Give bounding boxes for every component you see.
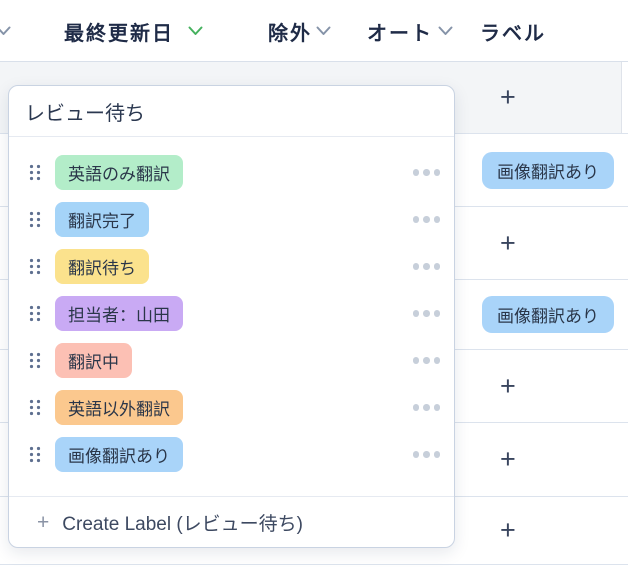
- drag-handle-icon[interactable]: [29, 399, 41, 416]
- label-search-row: [9, 86, 454, 137]
- sort-chevron-icon-exclude[interactable]: [316, 26, 331, 36]
- label-chip[interactable]: 翻訳待ち: [55, 249, 149, 284]
- drag-handle-icon[interactable]: [29, 258, 41, 275]
- label-cell: 画像翻訳あり: [456, 134, 628, 206]
- column-header-last-updated[interactable]: 最終更新日: [64, 23, 174, 45]
- label-list: 英語のみ翻訳 翻訳完了 翻訳待ち: [9, 137, 454, 496]
- label-chip[interactable]: 画像翻訳あり: [482, 151, 614, 189]
- label-list-item: 英語のみ翻訳: [9, 149, 454, 196]
- label-cell: 画像翻訳あり: [456, 280, 628, 349]
- table-header: 最終更新日 除外 オート ラベル: [0, 0, 628, 62]
- drag-handle-icon[interactable]: [29, 211, 41, 228]
- label-list-item: 担当者：山田: [9, 290, 454, 337]
- sort-chevron-icon-auto[interactable]: [438, 26, 453, 36]
- sort-chevron-icon-last-updated[interactable]: [188, 26, 203, 36]
- label-cell: +: [456, 350, 628, 422]
- table-row: +: [0, 497, 628, 565]
- label-list-item: 翻訳待ち: [9, 243, 454, 290]
- column-header-exclude[interactable]: 除外: [268, 23, 312, 45]
- drag-handle-icon[interactable]: [29, 352, 41, 369]
- label-search-input[interactable]: [25, 99, 438, 123]
- add-label-button[interactable]: +: [500, 370, 516, 401]
- column-header-label: ラベル: [480, 23, 546, 45]
- label-cell: +: [456, 423, 628, 496]
- add-label-button[interactable]: +: [500, 515, 516, 545]
- label-options-menu-icon[interactable]: [412, 404, 440, 411]
- label-chip[interactable]: 翻訳完了: [55, 202, 149, 237]
- label-list-item: 画像翻訳あり: [9, 431, 454, 478]
- column-header-auto[interactable]: オート: [367, 23, 433, 45]
- add-label-button[interactable]: +: [500, 227, 516, 258]
- add-label-button[interactable]: +: [500, 444, 516, 474]
- create-label-text: Create Label (レビュー待ち): [62, 513, 303, 535]
- label-chip[interactable]: 英語以外翻訳: [55, 390, 183, 425]
- label-options-menu-icon[interactable]: [412, 310, 440, 317]
- label-options-menu-icon[interactable]: [412, 451, 440, 458]
- create-label-button[interactable]: + Create Label (レビュー待ち): [9, 496, 454, 547]
- label-chip[interactable]: 英語のみ翻訳: [55, 155, 183, 190]
- label-list-item: 翻訳中: [9, 337, 454, 384]
- plus-icon: +: [37, 510, 50, 534]
- label-chip[interactable]: 翻訳中: [55, 343, 132, 378]
- label-cell: +: [456, 207, 628, 279]
- label-options-menu-icon[interactable]: [412, 216, 440, 223]
- sort-chevron-icon-prev-column[interactable]: [0, 26, 11, 36]
- drag-handle-icon[interactable]: [29, 164, 41, 181]
- label-options-menu-icon[interactable]: [412, 357, 440, 364]
- label-options-menu-icon[interactable]: [412, 263, 440, 270]
- label-options-menu-icon[interactable]: [412, 169, 440, 176]
- drag-handle-icon[interactable]: [29, 446, 41, 463]
- label-list-item: 翻訳完了: [9, 196, 454, 243]
- label-cell: +: [456, 62, 628, 133]
- label-chip[interactable]: 担当者：山田: [55, 296, 183, 331]
- drag-handle-icon[interactable]: [29, 305, 41, 322]
- label-chip[interactable]: 画像翻訳あり: [482, 296, 614, 333]
- label-cell: +: [456, 497, 628, 564]
- label-list-item: 英語以外翻訳: [9, 384, 454, 431]
- label-picker-popover: 英語のみ翻訳 翻訳完了 翻訳待ち: [8, 85, 455, 548]
- label-chip[interactable]: 画像翻訳あり: [55, 437, 183, 472]
- add-label-button[interactable]: +: [500, 82, 516, 112]
